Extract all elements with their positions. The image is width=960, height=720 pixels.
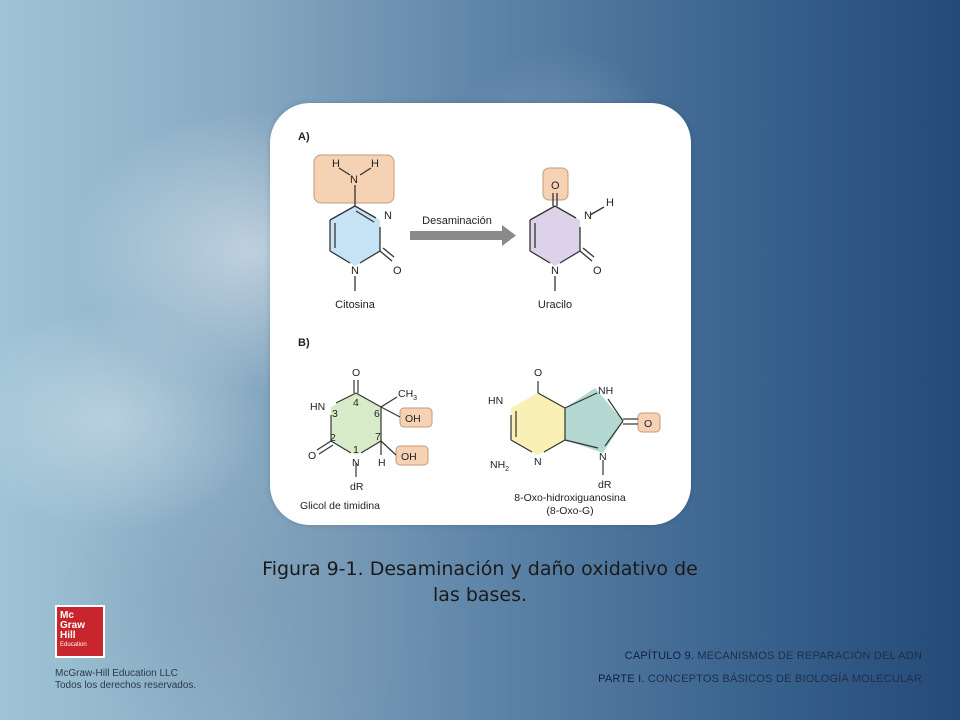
figure-caption: Figura 9-1. Desaminación y daño oxidativ…	[240, 556, 720, 608]
oxo-oxygen-highlight	[637, 412, 661, 433]
uracil-name: Uracilo	[538, 299, 572, 311]
glycol-n1: N	[352, 457, 360, 469]
glycol-num2: 2	[330, 432, 336, 444]
copyright-notice: McGraw-Hill Education LLC Todos los dere…	[55, 668, 196, 692]
oxo-o-top: O	[534, 367, 542, 379]
cytosine-o2: O	[393, 265, 402, 277]
figure-panel: A) H H N N	[270, 103, 691, 525]
chapter-label: CAPÍTULO 9.	[624, 650, 695, 662]
uracil-h3: H	[606, 197, 614, 209]
oxo-dr: dR	[598, 479, 612, 491]
oxo-name-line2: (8-Oxo-G)	[546, 505, 593, 517]
part-title: CONCEPTOS BÁSICOS DE BIOLOGÍA MOLECULAR	[647, 673, 922, 685]
uracil-molecule: O N H N O Uracilo	[529, 167, 614, 311]
cytosine-molecule: H H N N N O Citosina	[313, 154, 402, 311]
arrow-label: Desaminación	[422, 215, 492, 227]
glycol-hn: HN	[310, 401, 325, 413]
glycol-h: H	[378, 457, 386, 469]
cytosine-ring-fill	[330, 206, 380, 266]
oxo-name-line1: 8-Oxo-hidroxiguanosina	[514, 492, 626, 504]
uracil-o4: O	[551, 180, 560, 192]
glycol-ring-fill	[331, 393, 381, 455]
uracil-oxygen-highlight	[542, 167, 569, 201]
glycol-name: Glicol de timidina	[300, 500, 380, 512]
chapter-title: MECANISMOS DE REPARACIÓN DEL ADN	[697, 650, 922, 662]
logo-line-1: Mc	[60, 610, 74, 621]
glycol-num7: 7	[375, 431, 381, 443]
glycol-num6: 6	[374, 408, 380, 420]
thymidine-glycol-molecule: O HN CH3 OH OH O N H dR 4 3 6 2 7 1 Glic…	[300, 367, 433, 512]
glycol-ch3: CH3	[398, 388, 417, 402]
copyright-line-2: Todos los derechos reservados.	[55, 680, 197, 691]
cytosine-n-amino: N	[350, 174, 358, 186]
part-footer: PARTE I. CONCEPTOS BÁSICOS DE BIOLOGÍA M…	[502, 673, 922, 685]
cytosine-n3: N	[384, 210, 392, 222]
oxo-hn: HN	[488, 395, 503, 407]
cytosine-n1: N	[351, 265, 359, 277]
caption-line-1: Figura 9-1. Desaminación y daño oxidativ…	[262, 558, 698, 580]
caption-line-2: las bases.	[432, 584, 528, 606]
oxo-n3: N	[534, 456, 542, 468]
glycol-o4: O	[352, 367, 360, 379]
figure-diagram: A) H H N N	[298, 131, 661, 517]
logo-line-2: Graw	[60, 620, 86, 631]
uracil-n3: N	[584, 210, 592, 222]
oxo-o8: O	[644, 418, 652, 430]
glycol-o2: O	[308, 450, 316, 462]
glycol-num4: 4	[353, 397, 359, 409]
cytosine-h1: H	[332, 158, 340, 170]
oxo-nh2: NH2	[490, 459, 509, 473]
glycol-num1: 1	[353, 444, 359, 456]
uracil-o2: O	[593, 265, 602, 277]
glycol-oh2: OH	[401, 451, 417, 463]
cytosine-h2: H	[371, 158, 379, 170]
logo-line-4: Education	[60, 642, 87, 648]
cytosine-name: Citosina	[335, 299, 376, 311]
logo-line-3: Hill	[60, 630, 76, 641]
oxo-pyrimidine-fill	[511, 393, 565, 455]
copyright-line-1: McGraw-Hill Education LLC	[55, 668, 178, 679]
panel-a-label: A)	[298, 131, 310, 143]
oxo-nh: NH	[598, 385, 613, 397]
hydroxyl-highlight-2	[395, 445, 429, 466]
uracil-ring-fill	[530, 206, 580, 266]
oxo-n9: N	[599, 451, 607, 463]
glycol-oh1: OH	[405, 413, 421, 425]
deamination-arrow: Desaminación	[410, 215, 516, 246]
oxo-guanosine-molecule: O NH HN O NH2 N N dR 8-Oxo-hidroxiguanos…	[488, 367, 661, 517]
publisher-logo: Mc Graw Hill Education	[55, 605, 105, 658]
oxo-imidazole-fill	[565, 388, 623, 453]
uracil-n1: N	[551, 265, 559, 277]
part-label: PARTE I.	[598, 673, 645, 685]
chapter-footer: CAPÍTULO 9. MECANISMOS DE REPARACIÓN DEL…	[502, 650, 922, 662]
panel-b-label: B)	[298, 337, 310, 349]
glycol-num3: 3	[332, 408, 338, 420]
hydroxyl-highlight-1	[399, 407, 433, 428]
amino-group-highlight	[313, 154, 395, 204]
glycol-dr: dR	[350, 481, 364, 493]
